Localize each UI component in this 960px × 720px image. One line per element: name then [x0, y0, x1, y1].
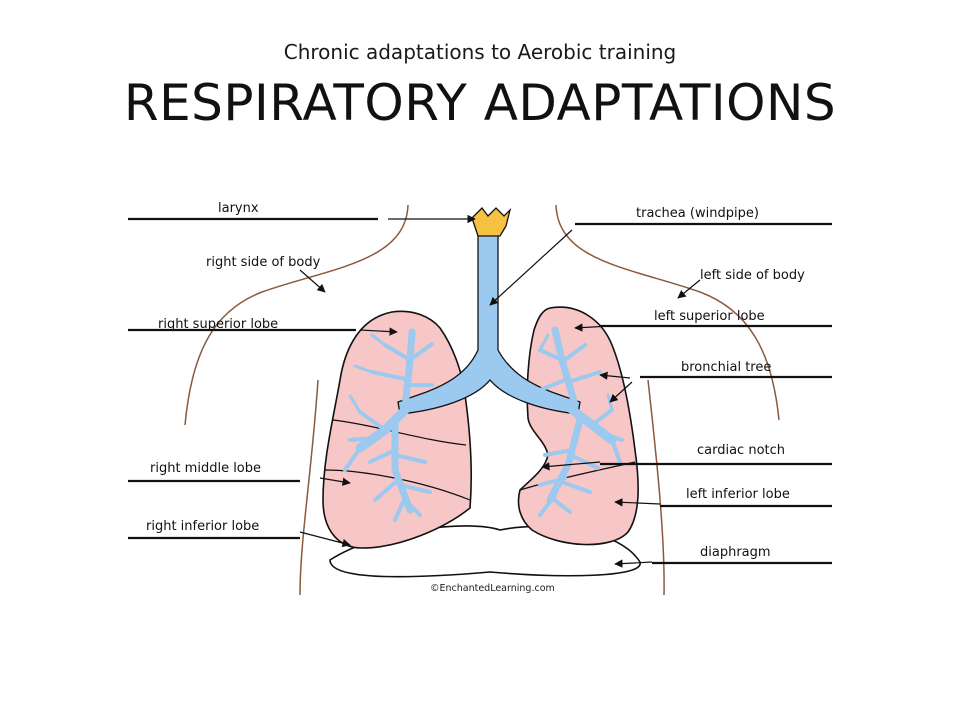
label-trachea: trachea (windpipe)	[636, 206, 759, 221]
slide-title: RESPIRATORY ADAPTATIONS	[123, 74, 837, 132]
label-left-superior-lobe: left superior lobe	[654, 309, 765, 324]
bronchial-tree-right	[343, 328, 434, 522]
label-arrows	[299, 214, 701, 568]
credit-text: ©EnchantedLearning.com	[430, 583, 555, 594]
label-right-superior-lobe: right superior lobe	[158, 317, 278, 332]
airway	[397, 231, 581, 415]
label-larynx: larynx	[218, 201, 259, 216]
label-left-inferior-lobe: left inferior lobe	[686, 487, 790, 502]
label-diaphragm: diaphragm	[700, 545, 771, 560]
label-right-side-of-body: right side of body	[206, 255, 321, 270]
label-left-side-of-body: left side of body	[700, 268, 805, 283]
label-cardiac-notch: cardiac notch	[697, 443, 785, 458]
label-bronchial-tree: bronchial tree	[681, 360, 771, 375]
label-lines	[128, 217, 832, 565]
label-right-middle-lobe: right middle lobe	[150, 461, 261, 476]
larynx-shape	[471, 207, 512, 237]
slide-subtitle: Chronic adaptations to Aerobic training	[283, 40, 677, 64]
body-outline	[184, 204, 780, 596]
label-right-inferior-lobe: right inferior lobe	[146, 519, 259, 534]
